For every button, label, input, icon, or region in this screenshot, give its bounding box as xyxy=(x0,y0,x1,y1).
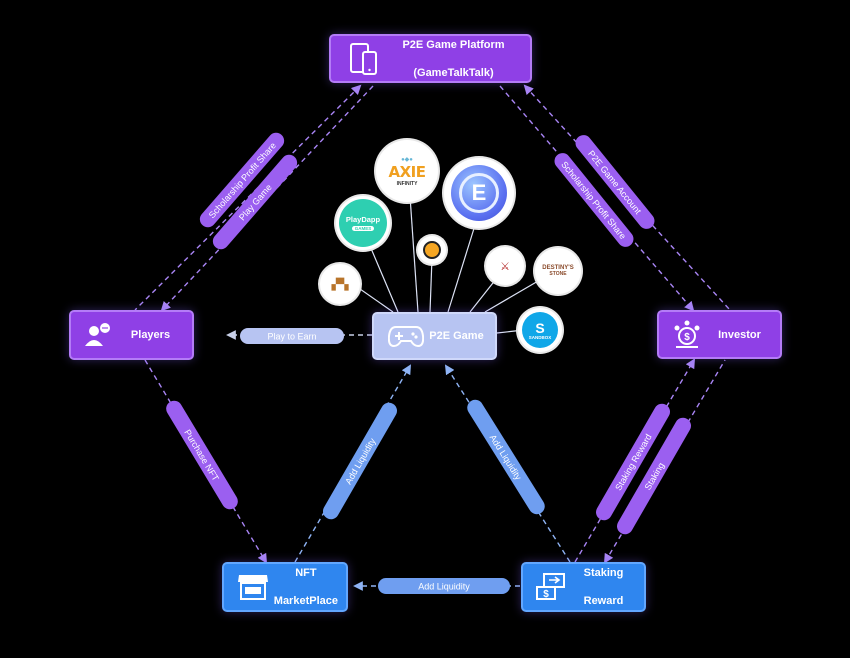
players-label: Players xyxy=(130,329,171,341)
p2e-game-platform-node[interactable]: P2E Game Platform (GameTalkTalk) xyxy=(329,34,532,83)
enjin-icon: E xyxy=(451,165,507,221)
add-liquidity-right-pill: Add Liquidity xyxy=(467,399,545,515)
p2e-game-node[interactable]: P2E Game xyxy=(372,312,497,360)
enjin-logo: E xyxy=(444,158,514,228)
nft-label: NFT xyxy=(295,567,317,579)
svg-text:Purchase NFT: Purchase NFT xyxy=(182,428,221,483)
platform-subtitle: (GameTalkTalk) xyxy=(413,66,494,79)
axie-mascot-icon: ●◆● xyxy=(401,156,413,163)
playdapp-logo: PlayDapp GAMES xyxy=(336,196,390,250)
gamepad-icon xyxy=(384,324,428,348)
money-exchange-icon: $ xyxy=(531,572,571,602)
platform-title: P2E Game Platform xyxy=(402,38,505,51)
mobile-device-icon xyxy=(341,42,387,76)
p2e-game-label: P2E Game xyxy=(429,330,484,342)
warrior-game-logo: ⚔ xyxy=(486,247,524,285)
svg-text:Add Liquidity: Add Liquidity xyxy=(418,582,470,592)
investor-node[interactable]: $ Investor xyxy=(657,310,782,359)
purchase-nft-pill: Purchase NFT xyxy=(166,400,238,510)
players-node[interactable]: Players xyxy=(69,310,194,360)
svg-text:Add Liquidity: Add Liquidity xyxy=(488,433,524,482)
svg-text:$: $ xyxy=(543,589,549,600)
game-token-icon xyxy=(423,241,441,259)
investor-coin-icon: $ xyxy=(667,320,707,350)
sandbox-s-icon: S xyxy=(535,319,545,336)
chainlink-game-logo xyxy=(418,236,446,264)
investor-label: Investor xyxy=(718,328,761,341)
nft-marketplace-node[interactable]: NFT MarketPlace xyxy=(222,562,348,612)
game-crest-icon: ▞▚ xyxy=(331,278,349,291)
svg-text:Play to Earn: Play to Earn xyxy=(267,332,316,342)
play-to-earn-pill: Play to Earn xyxy=(240,328,344,344)
sandbox-logo: S SANDBOX xyxy=(518,308,562,352)
add-liquidity-left-pill: Add Liquidity xyxy=(323,402,397,520)
svg-text:$: $ xyxy=(684,332,690,343)
logo-spokes xyxy=(349,195,546,334)
warrior-icon: ⚔ xyxy=(500,260,510,273)
axie-infinity-logo: ●◆● AXIE INFINITY xyxy=(376,140,438,202)
svg-text:Scholarship Profit Share: Scholarship Profit Share xyxy=(559,159,628,241)
reward-label: Reward xyxy=(583,595,624,607)
gold-game-logo: ▞▚ xyxy=(320,264,360,304)
staking-reward-node[interactable]: $ Staking Reward xyxy=(521,562,646,612)
staking-label: Staking xyxy=(583,567,624,579)
player-chat-icon xyxy=(79,322,117,348)
svg-text:Add Liquidity: Add Liquidity xyxy=(343,436,378,486)
marketplace-label: MarketPlace xyxy=(273,595,338,607)
add-liquidity-bottom-pill: Add Liquidity xyxy=(378,578,510,594)
destinys-stone-logo: DESTINY'S STONE xyxy=(535,248,581,294)
storefront-icon xyxy=(232,573,274,601)
